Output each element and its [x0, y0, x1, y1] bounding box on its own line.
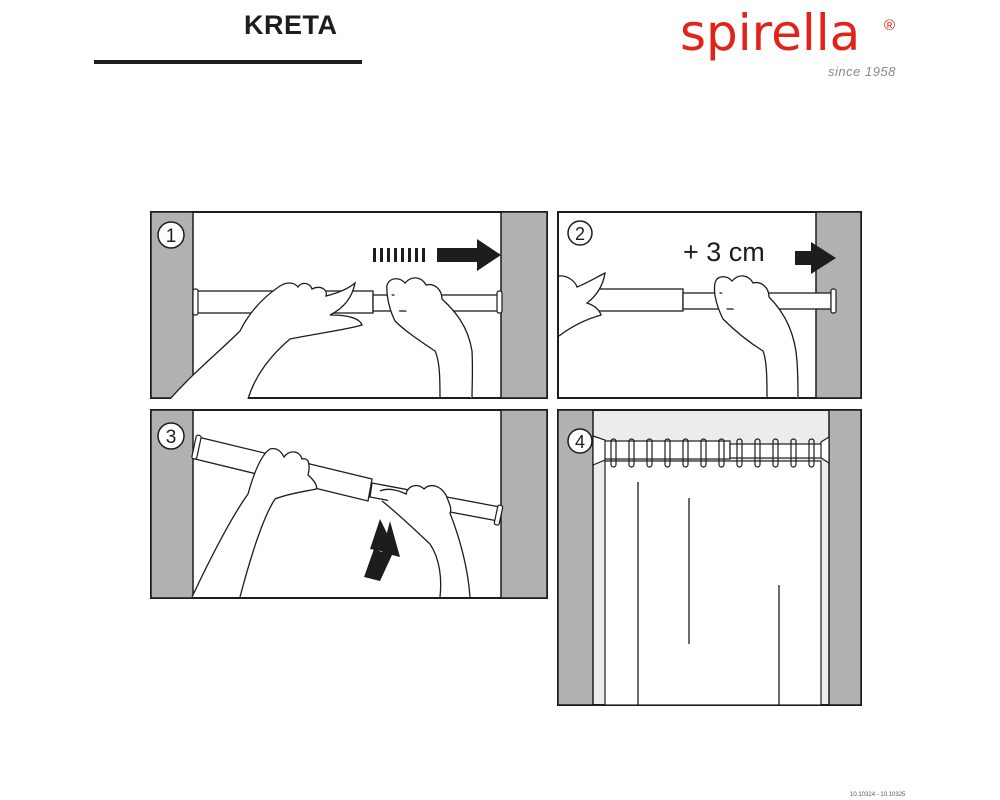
- title-underline: [94, 60, 362, 64]
- step-number: 1: [166, 226, 177, 247]
- step-number-badge: 4: [567, 428, 593, 454]
- step-number-badge: 1: [157, 221, 185, 249]
- arrow-up-icon: [364, 519, 400, 581]
- right-hand-illustration: [386, 277, 474, 399]
- right-hand-illustration: [379, 484, 471, 598]
- step-number: 2: [575, 224, 585, 244]
- product-title: KRETA: [244, 10, 338, 40]
- step-number: 3: [166, 427, 177, 448]
- brand-tagline: since 1958: [828, 64, 896, 79]
- step-number-badge: 3: [157, 422, 185, 450]
- step-number: 4: [575, 432, 585, 452]
- step-number-badge: 2: [567, 220, 593, 246]
- step-1-panel: 1: [150, 211, 548, 399]
- left-hand-illustration: [558, 271, 606, 337]
- registered-mark: ®: [884, 17, 896, 34]
- curtain-rings: [610, 438, 815, 468]
- shower-curtain: [604, 460, 822, 706]
- arrow-right-icon: [795, 242, 836, 274]
- step-2-panel: 2 + 3 cm: [557, 211, 862, 399]
- left-hand-illustration: [169, 281, 363, 399]
- right-hand-illustration: [713, 275, 799, 399]
- brand-name: spirella: [680, 4, 861, 62]
- step-3-panel: 3: [150, 409, 548, 599]
- article-codes: 10.10324 - 10.10325: [850, 792, 906, 798]
- left-hand-illustration: [191, 447, 318, 598]
- dashed-arrow-right-icon: [373, 239, 501, 271]
- step-4-panel: 4: [557, 409, 862, 707]
- extension-label: + 3 cm: [683, 237, 765, 267]
